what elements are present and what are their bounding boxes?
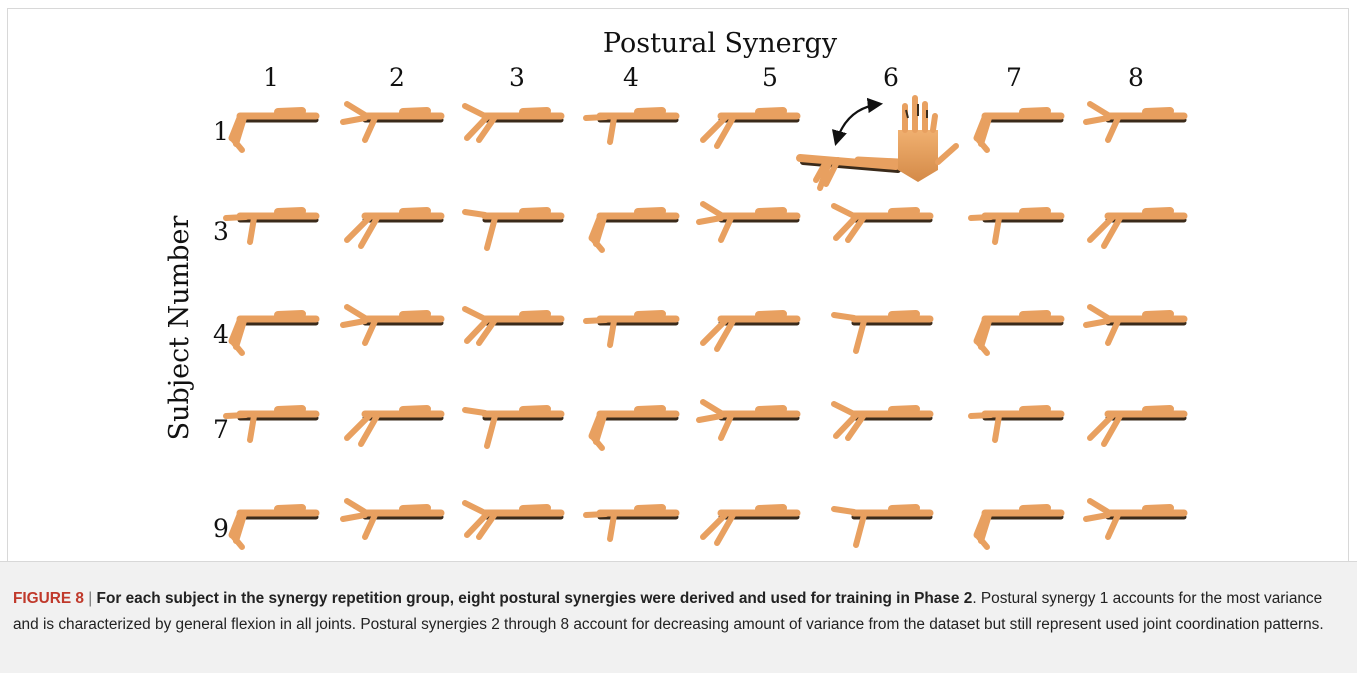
hand-model [343, 501, 441, 537]
synergy-number-label: 8 [1128, 63, 1144, 92]
hand-model [465, 503, 561, 537]
hand-model [347, 211, 441, 246]
figure-caption: FIGURE 8 | For each subject in the syner… [13, 586, 1343, 638]
figure-art: Postural Synergy 1 2 3 4 5 6 7 8 Subject Number… [0, 0, 1357, 561]
hand-model [977, 314, 1061, 353]
inset-side-hand [800, 158, 898, 188]
hand-model [592, 211, 676, 250]
hand-model [343, 104, 441, 140]
subject-number-label: 3 [213, 217, 229, 246]
synergy-number-label: 4 [623, 63, 639, 92]
subject-number-label: 7 [213, 415, 229, 444]
hand-model [971, 409, 1061, 440]
hand-model [834, 404, 930, 438]
hand-model [586, 508, 676, 539]
hand-model [465, 409, 561, 446]
subject-number-labels: 1 3 4 7 9 [213, 117, 229, 543]
synergy-number-label: 3 [509, 63, 525, 92]
hand-model [465, 106, 561, 140]
hand-model [703, 314, 797, 349]
caption-separator: | [84, 590, 97, 607]
hand-model [232, 508, 316, 547]
hand-model [834, 314, 930, 351]
hand-model [586, 314, 676, 345]
hand-model [226, 409, 316, 440]
hand-model [232, 111, 316, 150]
synergy-number-label: 6 [883, 63, 899, 92]
caption-title: For each subject in the synergy repetiti… [97, 590, 973, 607]
hand-model [703, 508, 797, 543]
hand-model [1090, 409, 1184, 444]
hand-model [465, 211, 561, 248]
hand-model [699, 204, 797, 240]
hand-model [226, 211, 316, 242]
synergy-6-inset [800, 98, 956, 188]
synergy-number-label: 1 [263, 63, 279, 92]
hand-model [703, 111, 797, 146]
hand-model [1086, 501, 1184, 537]
hand-model [699, 402, 797, 438]
subject-number-label: 9 [213, 514, 229, 543]
synergy-number-labels: 1 2 3 4 5 6 7 8 [263, 63, 1144, 92]
synergy-number-label: 7 [1006, 63, 1022, 92]
header-title: Postural Synergy [603, 28, 838, 59]
hand-model [465, 309, 561, 343]
hand-model [592, 409, 676, 448]
y-axis-title: Subject Number [164, 215, 195, 440]
inset-palm-hand [898, 98, 956, 182]
hand-model [977, 508, 1061, 547]
subject-number-label: 1 [213, 117, 229, 146]
rotation-arrow [836, 104, 880, 143]
synergy-number-label: 2 [389, 63, 405, 92]
hand-model [586, 111, 676, 142]
hand-model [834, 206, 930, 240]
caption-label: FIGURE 8 [13, 590, 84, 607]
hand-model [971, 211, 1061, 242]
synergy-number-label: 5 [762, 63, 778, 92]
subject-number-label: 4 [213, 320, 229, 349]
hand-model [834, 508, 930, 545]
hand-model [232, 314, 316, 353]
hand-model [977, 111, 1061, 150]
hand-model [1090, 211, 1184, 246]
hand-model [343, 307, 441, 343]
hand-grid [226, 104, 1184, 547]
hand-model [1086, 104, 1184, 140]
hand-model [347, 409, 441, 444]
hand-model [1086, 307, 1184, 343]
